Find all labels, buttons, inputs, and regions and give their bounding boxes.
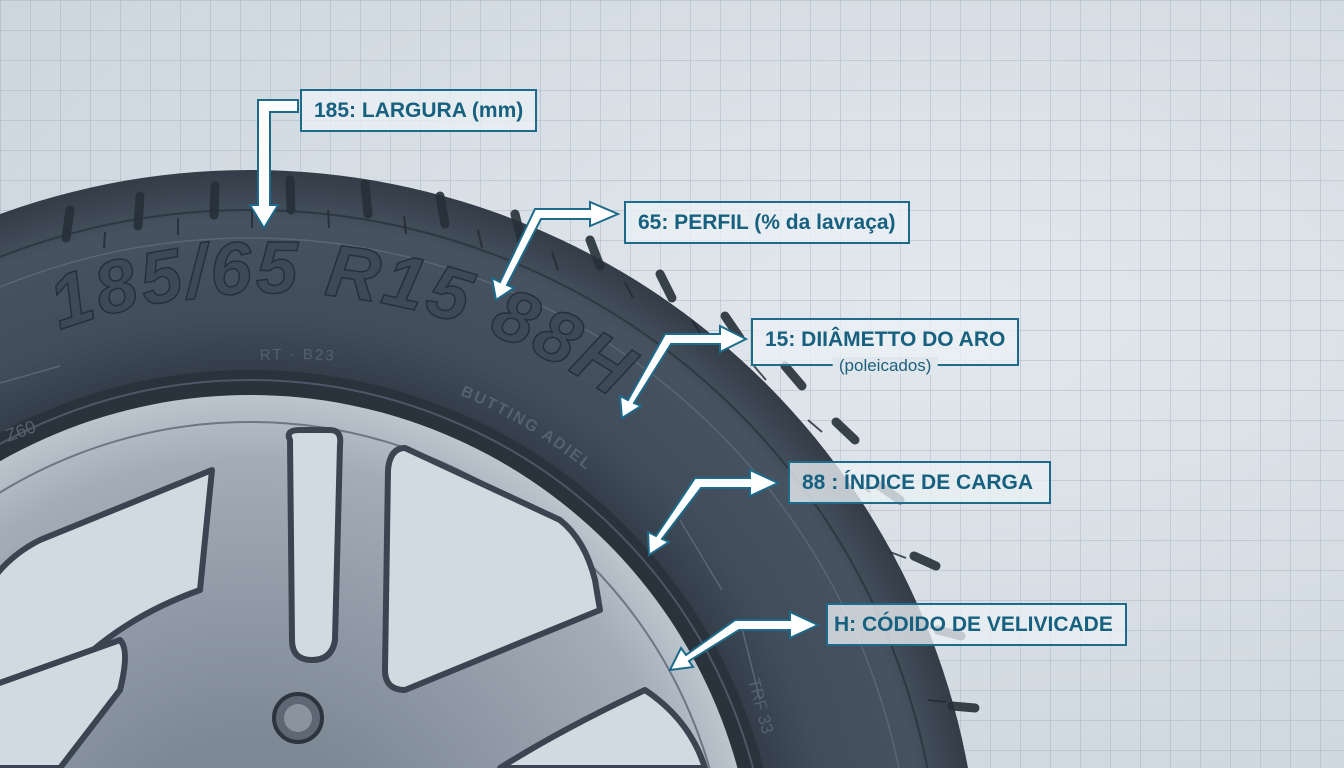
callout-arrows [248,99,821,672]
label-profile-text: 65: PERFIL (% da lavraça) [638,211,896,234]
label-rim-diameter-text: 15: DIIÂMETTO DO ARO [765,328,1006,351]
width-arrow [248,99,299,230]
serration-marks [0,365,761,701]
label-speed-code-text: H: CÓDIDO DE VELIVICADE [834,613,1113,636]
label-speed-code: H: CÓDIDO DE VELIVICADE [826,603,1127,646]
profile-arrow [490,200,621,302]
label-load-index: 88 : ÍNDICE DE CARGA [788,461,1052,504]
label-profile: 65: PERFIL (% da lavraça) [624,201,910,244]
label-load-index-text: 88 : ÍNDICE DE CARGA [802,471,1034,494]
label-rim-diameter: 15: DIIÂMETTO DO ARO (poleicados) [751,318,1020,374]
speed-code-arrow [668,610,821,672]
label-rim-diameter-subtext: (poleicados) [832,357,938,374]
sidewall-small-code: RT · B23 [259,346,336,365]
load-index-arrow [646,468,781,557]
rim-diameter-arrow [618,324,749,420]
label-width-text: 185: LARGURA (mm) [314,99,524,122]
label-width: 185: LARGURA (mm) [300,89,538,132]
wheel-rim [0,395,738,768]
